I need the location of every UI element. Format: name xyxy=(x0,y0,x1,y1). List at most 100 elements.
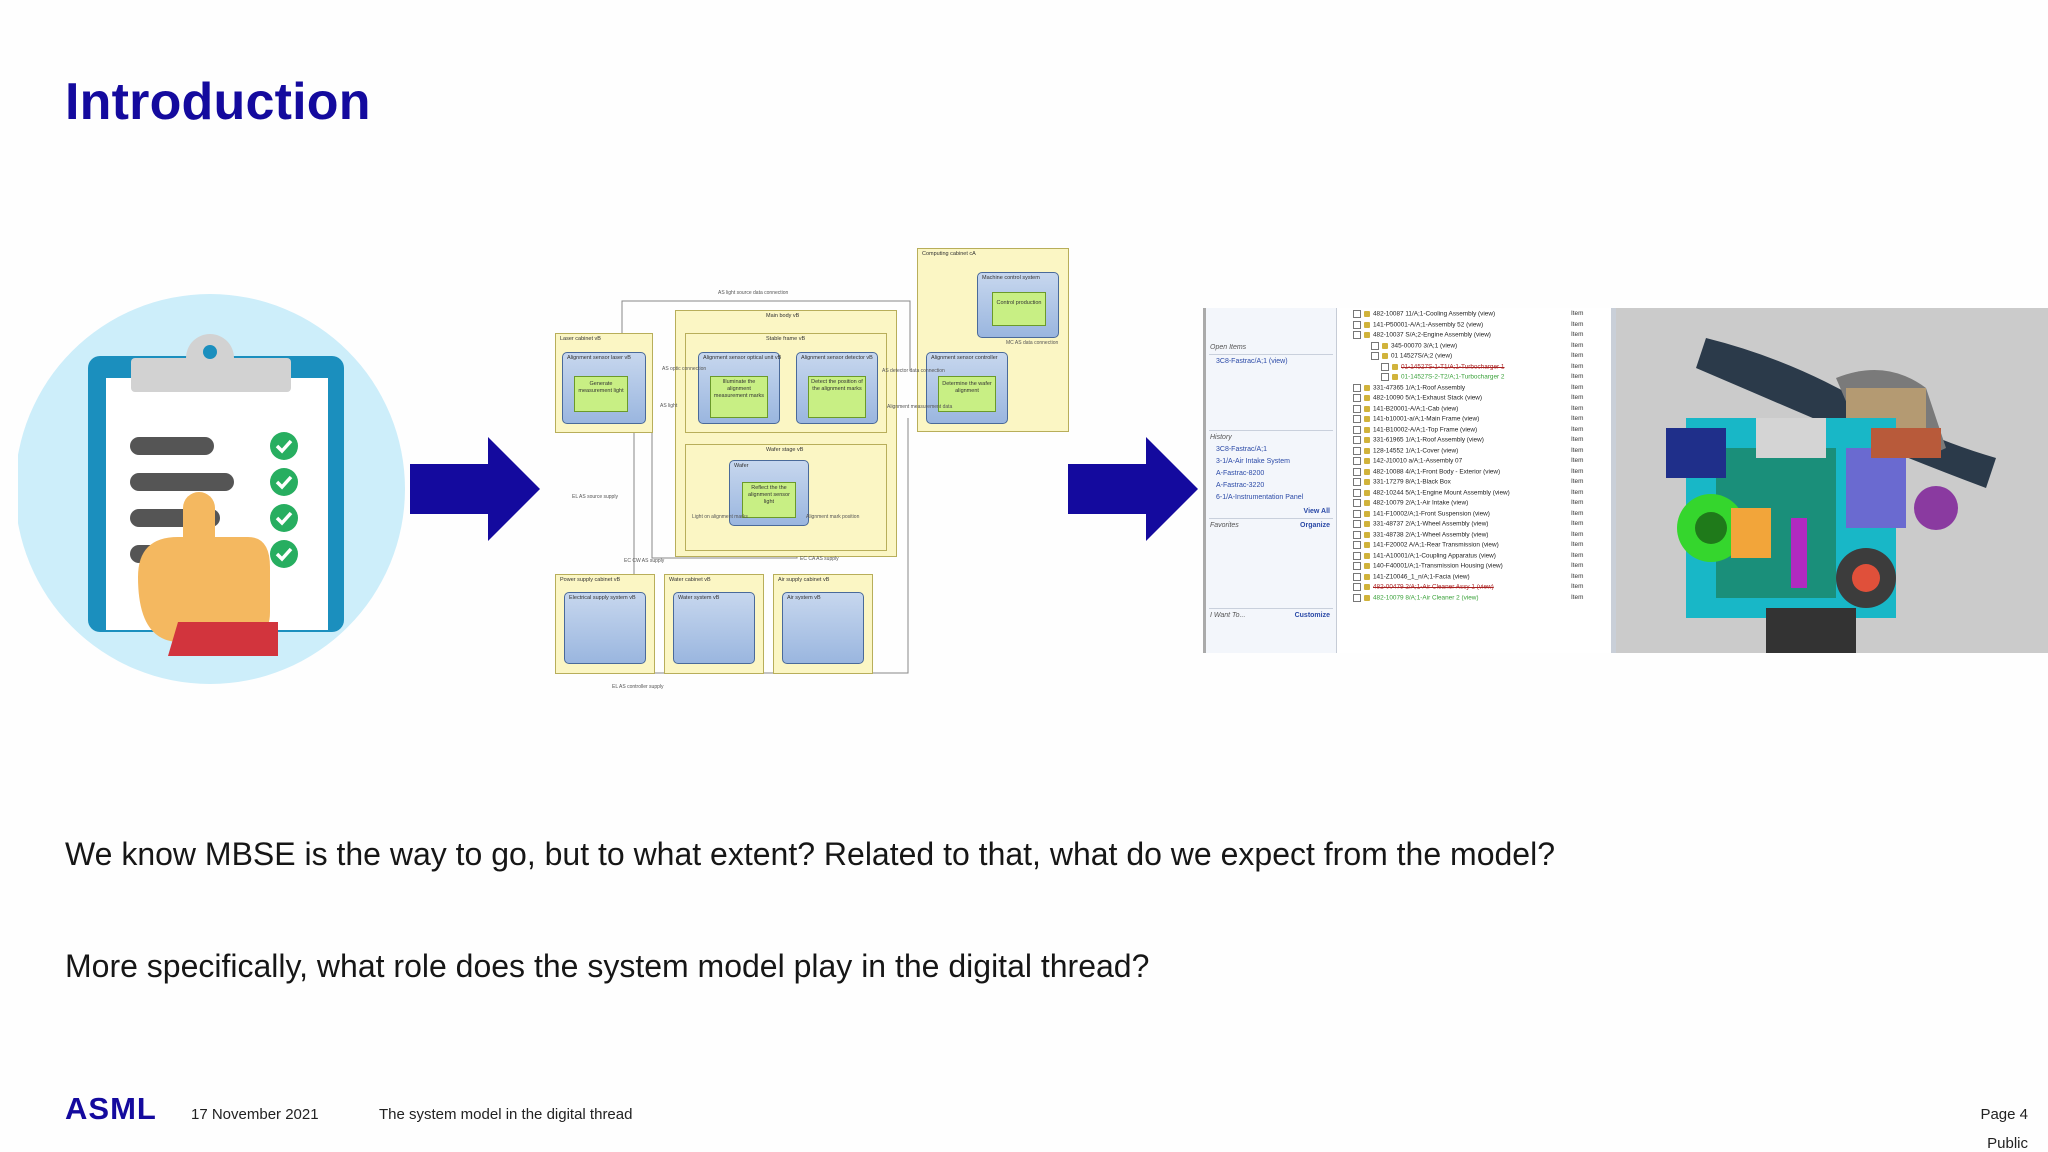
checkbox[interactable] xyxy=(1353,551,1361,560)
tree-row[interactable]: 331-47365 1/A;1-Roof Assembly xyxy=(1353,383,1465,392)
engine-3d-model xyxy=(1616,308,2048,653)
tree-row-type: Item xyxy=(1571,509,1584,517)
checkbox[interactable] xyxy=(1371,341,1379,350)
tree-row-label: 345-00070 3/A;1 (view) xyxy=(1391,342,1458,350)
checkbox[interactable] xyxy=(1353,499,1361,507)
checkbox[interactable] xyxy=(1353,457,1361,465)
page-number: Page 4 xyxy=(1980,1106,2028,1123)
item-icon xyxy=(1364,384,1370,391)
tree-row-type: Item xyxy=(1571,425,1584,433)
tree-row[interactable]: 331-48738 2/A;1-Wheel Assembly (view) xyxy=(1353,530,1488,539)
item-icon xyxy=(1364,458,1370,464)
diagram-label: Alignment measurement data xyxy=(887,404,953,410)
checkbox[interactable] xyxy=(1353,446,1361,455)
checkbox[interactable] xyxy=(1353,478,1361,486)
checkbox[interactable] xyxy=(1353,530,1361,539)
checkbox[interactable] xyxy=(1371,352,1379,360)
nav-open-item[interactable]: 3C8-Fastrac/A;1 (view) xyxy=(1216,358,1288,365)
tree-row[interactable]: 141-Z10046_1_n/A;1-Facia (view) xyxy=(1353,572,1470,581)
checkbox[interactable] xyxy=(1353,415,1361,423)
tree-row-label: 128-14552 1/A;1-Cover (view) xyxy=(1373,447,1459,455)
tree-row[interactable]: 141-B20001-A/A;1-Cab (view) xyxy=(1353,404,1458,413)
item-icon xyxy=(1364,311,1370,317)
checkbox[interactable] xyxy=(1353,520,1361,528)
nav-history-item[interactable]: 3C8-Fastrac/A;1 xyxy=(1216,446,1267,453)
tree-row[interactable]: 482-10088 4/A;1-Front Body - Exterior (v… xyxy=(1353,467,1500,476)
tree-row[interactable]: 482-10244 5/A;1-Engine Mount Assembly (v… xyxy=(1353,488,1510,497)
checkbox[interactable] xyxy=(1353,541,1361,549)
checkbox[interactable] xyxy=(1353,310,1361,318)
diagram-label: AS light xyxy=(660,403,678,409)
checkbox[interactable] xyxy=(1353,436,1361,444)
tree-row-type: Item xyxy=(1571,551,1584,559)
checkbox[interactable] xyxy=(1353,509,1361,518)
checkbox[interactable] xyxy=(1353,331,1361,339)
nav-history-item[interactable]: 6-1/A-Instrumentation Panel xyxy=(1216,494,1304,501)
air-system-block: Air system vB xyxy=(782,592,864,664)
tree-row[interactable]: 482-10037 S/A;2-Engine Assembly (view) xyxy=(1353,331,1491,339)
item-icon xyxy=(1364,542,1370,548)
tree-row-type: Item xyxy=(1571,320,1584,328)
checkbox[interactable] xyxy=(1353,383,1361,392)
cad-viewer xyxy=(1616,308,2048,653)
tree-row[interactable]: 01 14527S/A;2 (view) xyxy=(1371,352,1452,360)
tree-row[interactable]: 141-A10001/A;1-Coupling Apparatus (view) xyxy=(1353,551,1496,560)
checkbox[interactable] xyxy=(1353,320,1361,329)
tree-row-label: 482-10079 8/A;1-Air Cleaner 2 (view) xyxy=(1373,594,1479,602)
checkbox[interactable] xyxy=(1353,467,1361,476)
tree-row[interactable]: 141-B10002-A/A;1-Top Frame (view) xyxy=(1353,425,1477,434)
tree-row[interactable]: 345-00070 3/A;1 (view) xyxy=(1371,341,1458,350)
determine-wafer-block: Determine the wafer alignment xyxy=(938,376,996,412)
checkbox[interactable] xyxy=(1353,583,1361,591)
item-icon xyxy=(1364,510,1370,517)
diagram-label: AS detector data connection xyxy=(882,368,945,374)
organize-link[interactable]: Organize xyxy=(1300,522,1330,529)
checkbox[interactable] xyxy=(1353,394,1361,402)
checkbox[interactable] xyxy=(1353,593,1361,602)
checkbox[interactable] xyxy=(1353,572,1361,581)
question-text: More specifically, what role does the sy… xyxy=(65,948,1150,984)
tree-row[interactable]: 01-14527S-2-T2/A;1-Turbocharger 2 xyxy=(1381,373,1505,381)
clipboard-icon xyxy=(15,294,405,684)
tree-row[interactable]: 331-61965 1/A;1-Roof Assembly (view) xyxy=(1353,436,1484,444)
checkbox[interactable] xyxy=(1353,404,1361,413)
nav-history-item[interactable]: A-Fastrac-8200 xyxy=(1216,470,1265,477)
diagram-label: Light on alignment marks xyxy=(692,514,748,520)
tree-row[interactable]: 141-b10001-a/A;1-Main Frame (view) xyxy=(1353,415,1479,423)
arrow-right-icon xyxy=(410,437,540,542)
tree-row[interactable]: 140-F40001/A;1-Transmission Housing (vie… xyxy=(1353,562,1503,570)
tree-row[interactable]: 141-F20002 A/A;1-Rear Transmission (view… xyxy=(1353,541,1499,549)
tree-row-label: 01-14527S-1-T1/A;1-Turbocharger 1 xyxy=(1401,363,1505,371)
tree-row[interactable]: 141-F10002/A;1-Front Suspension (view) xyxy=(1353,509,1490,518)
tree-row[interactable]: 331-48737 2/A;1-Wheel Assembly (view) xyxy=(1353,520,1488,528)
checkbox[interactable] xyxy=(1353,425,1361,434)
item-icon xyxy=(1364,489,1370,496)
nav-history-item[interactable]: 3-1/A-Air Intake System xyxy=(1216,458,1290,465)
checkbox[interactable] xyxy=(1353,562,1361,570)
tree-row[interactable]: 482-00479 2/A;1-Air Cleaner Assy 1 (view… xyxy=(1353,583,1494,591)
tree-row[interactable]: 01-14527S-1-T1/A;1-Turbocharger 1 xyxy=(1381,362,1505,371)
tree-row[interactable]: 141-P50001-A/A;1-Assembly 52 (view) xyxy=(1353,320,1483,329)
customize-link[interactable]: Customize xyxy=(1294,612,1330,619)
water-system-block: Water system vB xyxy=(673,592,755,664)
nav-history-item[interactable]: A-Fastrac-3220 xyxy=(1216,482,1265,489)
tree-row[interactable]: 482-10087 11/A;1-Cooling Assembly (view) xyxy=(1353,310,1495,318)
item-icon xyxy=(1382,342,1388,349)
tree-row[interactable]: 482-10079 8/A;1-Air Cleaner 2 (view) xyxy=(1353,593,1479,602)
checkbox[interactable] xyxy=(1381,373,1389,381)
checkbox[interactable] xyxy=(1381,362,1389,371)
tree-row-label: 331-61965 1/A;1-Roof Assembly (view) xyxy=(1373,436,1484,444)
checkbox[interactable] xyxy=(1353,488,1361,497)
tree-row-type: Item xyxy=(1571,467,1584,475)
question-text: We know MBSE is the way to go, but to wh… xyxy=(65,836,1555,872)
tree-row[interactable]: 142-J10010 a/A;1-Assembly 07 xyxy=(1353,457,1462,465)
tree-row-type: Item xyxy=(1571,415,1584,422)
tree-row[interactable]: 331-17279 8/A;1-Black Box xyxy=(1353,478,1451,486)
tree-row[interactable]: 482-10090 5/A;1-Exhaust Stack (view) xyxy=(1353,394,1482,402)
tree-row[interactable]: 128-14552 1/A;1-Cover (view) xyxy=(1353,446,1459,455)
tree-row-type: Item xyxy=(1571,562,1584,569)
tree-row-label: 482-10087 11/A;1-Cooling Assembly (view) xyxy=(1373,310,1496,318)
tree-row[interactable]: 482-10079 2/A;1-Air Intake (view) xyxy=(1353,499,1468,507)
tree-row-type: Item xyxy=(1571,583,1584,590)
view-all-link[interactable]: View All xyxy=(1303,508,1330,515)
